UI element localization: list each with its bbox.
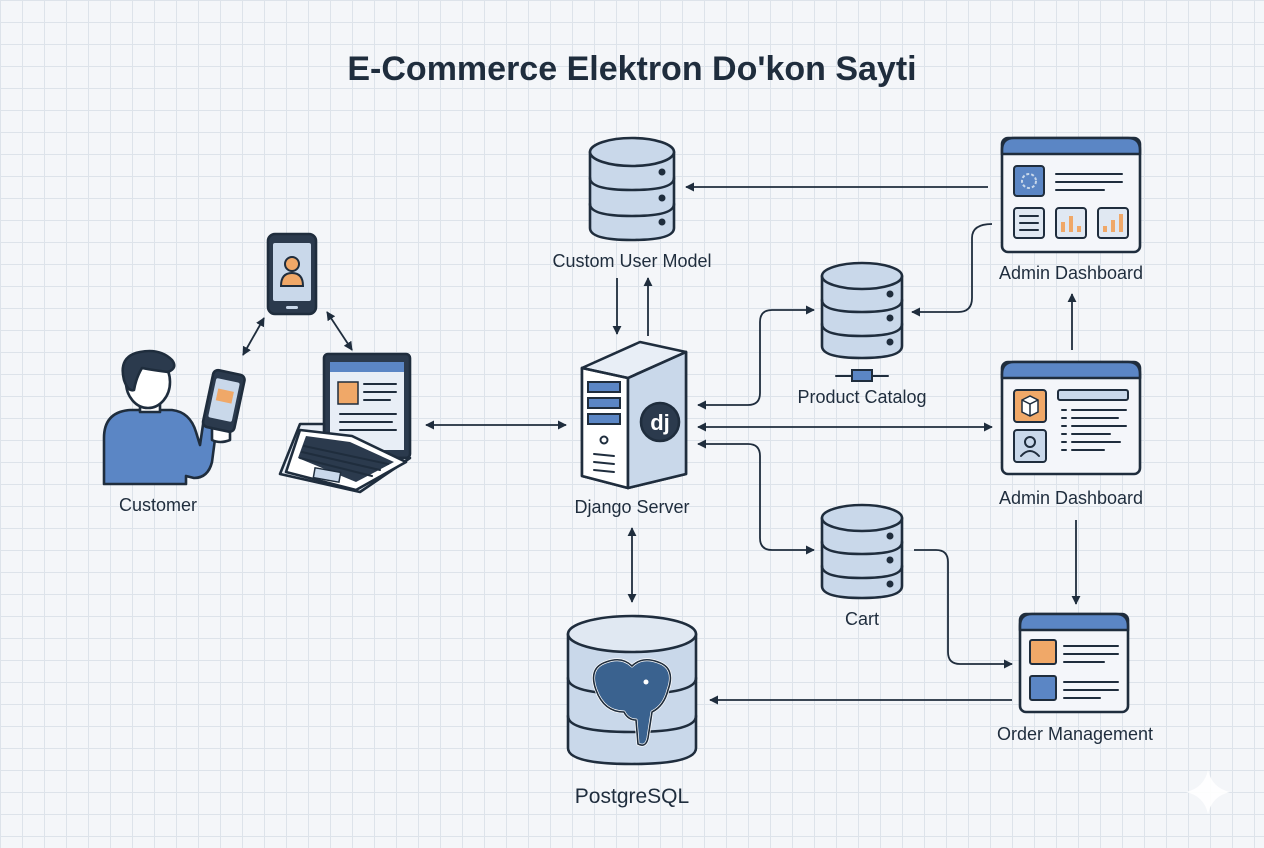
product-catalog-database-icon (820, 261, 904, 382)
cart-database-icon (820, 503, 904, 600)
django-server-icon: dj (580, 340, 688, 490)
edge-customer-phone (242, 317, 265, 356)
edge-cart-to-orders (914, 549, 1013, 669)
cart-label: Cart (845, 609, 879, 629)
admin-dashboard-mid-label: Admin Dashboard (999, 488, 1143, 508)
diagram-title: E-Commerce Elektron Do'kon Sayti (347, 50, 916, 88)
postgresql-database-icon (566, 614, 698, 766)
edge-django-catalog (697, 305, 815, 410)
postgresql-label: PostgreSQL (575, 785, 689, 808)
django-logo-icon (639, 401, 681, 443)
custom-user-model-label: Custom User Model (552, 251, 711, 271)
order-management-label: Order Management (997, 724, 1153, 744)
connectors (242, 182, 1081, 705)
postgresql-elephant-icon (592, 658, 672, 747)
admin-dashboard-top-label: Admin Dashboard (999, 263, 1143, 283)
admin-dashboard-top-window-icon (1000, 136, 1142, 254)
edge-phone-laptop (326, 311, 353, 351)
smartphone-icon (266, 232, 318, 316)
customer-label: Customer (119, 495, 197, 515)
order-management-window-icon (1018, 612, 1130, 714)
edge-django-cart (697, 439, 815, 555)
sparkle-watermark-icon (1186, 770, 1230, 814)
custom-user-model-database-icon (588, 136, 676, 242)
django-logo-text: dj (650, 410, 670, 435)
admin-dashboard-mid-window-icon (1000, 360, 1142, 476)
edge-admin-to-catalog (911, 223, 993, 317)
product-catalog-label: Product Catalog (797, 387, 926, 407)
laptop-icon (278, 352, 412, 494)
customer-person-icon (102, 349, 246, 486)
django-server-label: Django Server (574, 497, 689, 517)
